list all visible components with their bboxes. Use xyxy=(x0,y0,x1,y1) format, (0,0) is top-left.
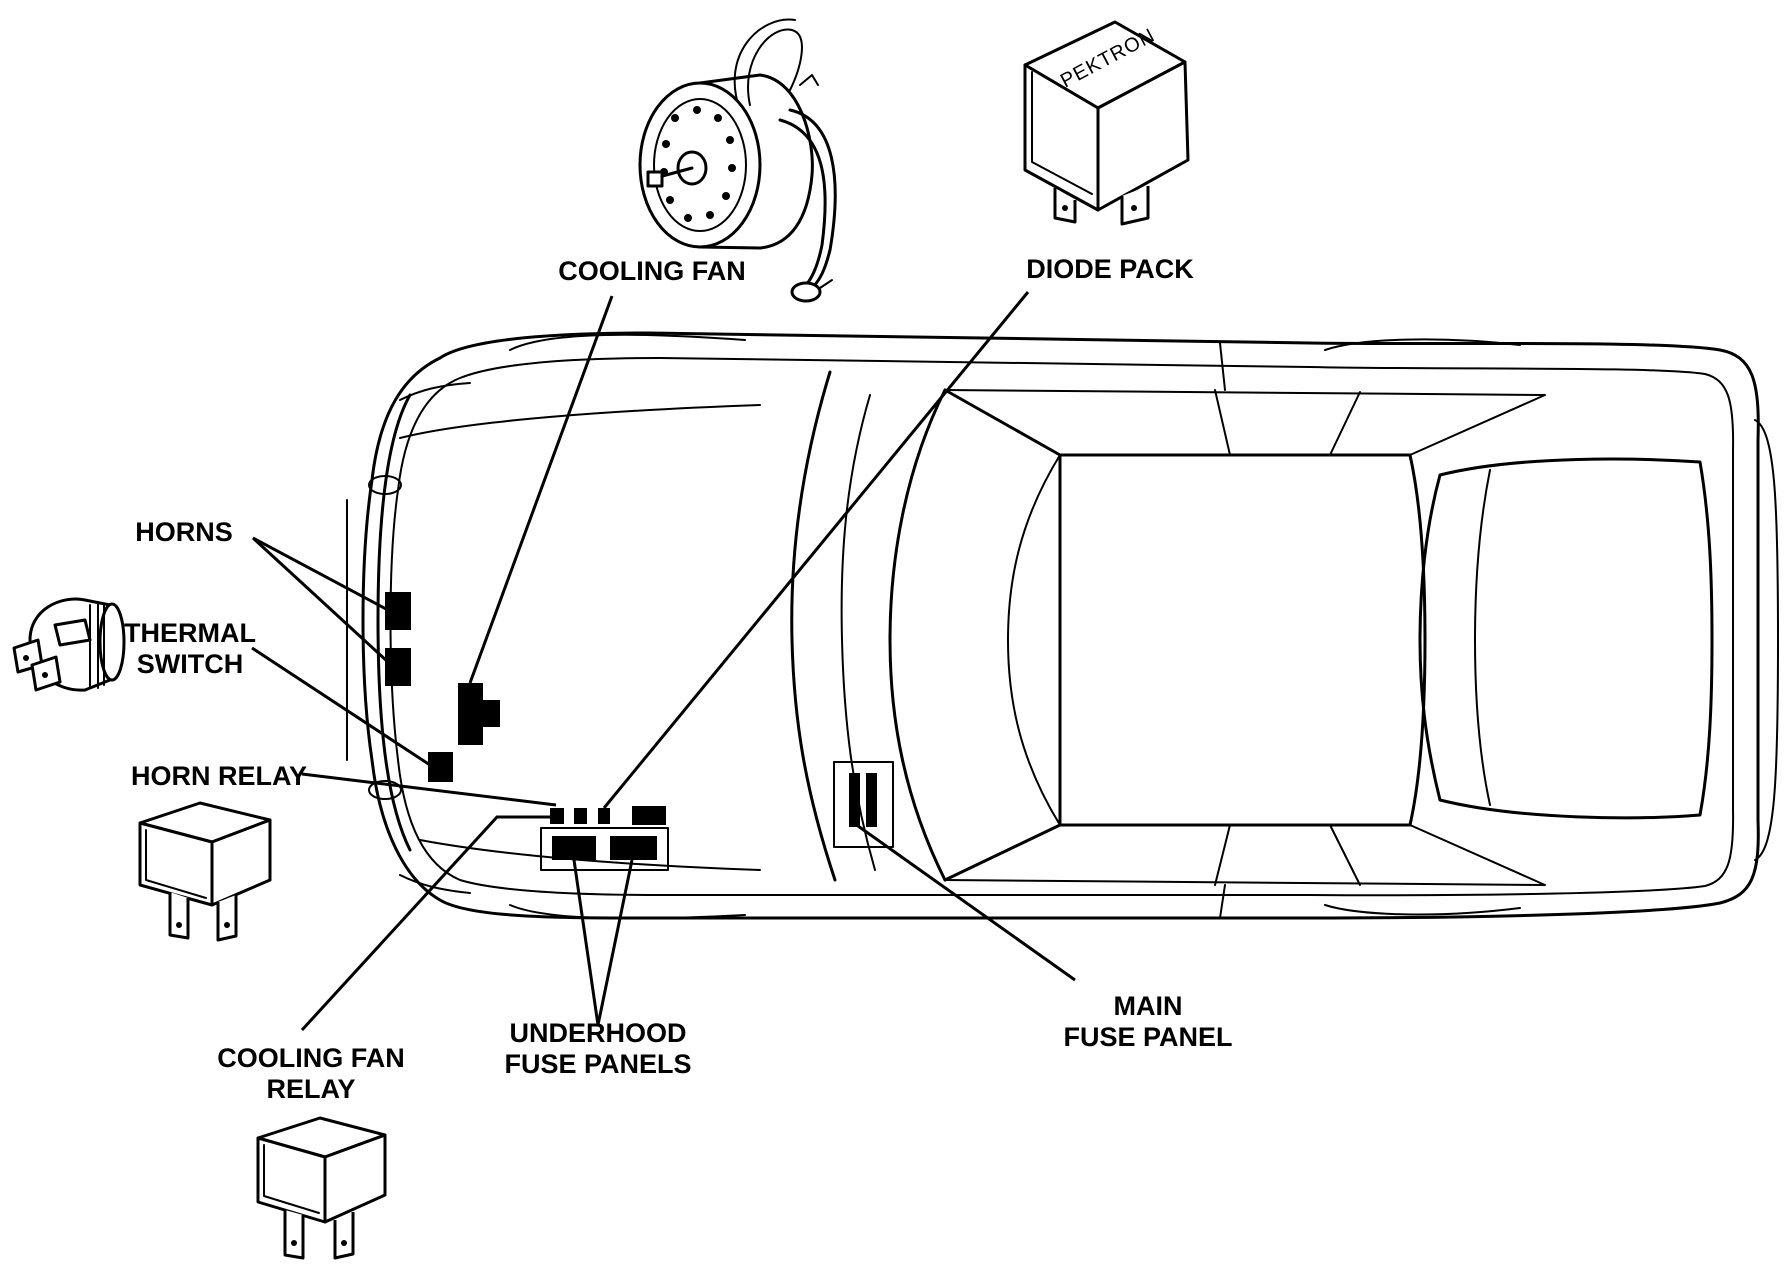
cooling-fan-marker xyxy=(458,683,500,745)
car-top-view xyxy=(346,331,1779,920)
label-cooling-fan-relay-line1: COOLING FAN xyxy=(217,1043,405,1073)
label-cooling-fan: COOLING FAN xyxy=(558,256,746,286)
label-thermal-switch-line1: THERMAL xyxy=(124,618,256,648)
label-underhood-line2: FUSE PANELS xyxy=(504,1049,691,1079)
diode-pack-icon: PEKTRON xyxy=(1023,20,1190,226)
horn-marker-lower xyxy=(385,648,411,686)
label-underhood-line1: UNDERHOOD xyxy=(509,1018,686,1048)
relay-marker-4 xyxy=(632,806,666,825)
main-fuse-panel-left xyxy=(849,773,860,827)
label-main-fuse-line1: MAIN xyxy=(1114,991,1183,1021)
callout-labels: COOLING FAN DIODE PACK HORNS THERMAL SWI… xyxy=(124,254,1233,1104)
underhood-fuse-panel-frame xyxy=(540,827,669,871)
component-markers xyxy=(385,592,894,871)
label-horn-relay: HORN RELAY xyxy=(131,761,307,791)
label-thermal-switch-line2: SWITCH xyxy=(137,649,243,679)
label-diode-pack: DIODE PACK xyxy=(1026,254,1194,284)
horn-relay-icon xyxy=(138,801,272,942)
label-main-fuse-line2: FUSE PANEL xyxy=(1063,1022,1232,1052)
horn-marker-upper xyxy=(385,592,411,630)
main-fuse-panel-frame xyxy=(833,761,894,848)
thermal-switch-icon xyxy=(12,597,126,692)
label-horns: HORNS xyxy=(135,517,233,547)
cooling-fan-motor-icon xyxy=(638,18,837,303)
cooling-fan-relay-icon xyxy=(256,1116,387,1260)
label-cooling-fan-relay-line2: RELAY xyxy=(266,1074,355,1104)
leader-lines xyxy=(251,291,1076,1032)
main-fuse-panel-right xyxy=(866,773,877,827)
relay-marker-2 xyxy=(574,808,587,824)
relay-marker-3 xyxy=(598,808,610,824)
underhood-fuse-panel-left xyxy=(552,836,596,860)
underhood-fuse-panel-right xyxy=(610,836,657,860)
thermal-switch-marker xyxy=(428,752,453,782)
horn-relay-marker xyxy=(550,808,564,824)
